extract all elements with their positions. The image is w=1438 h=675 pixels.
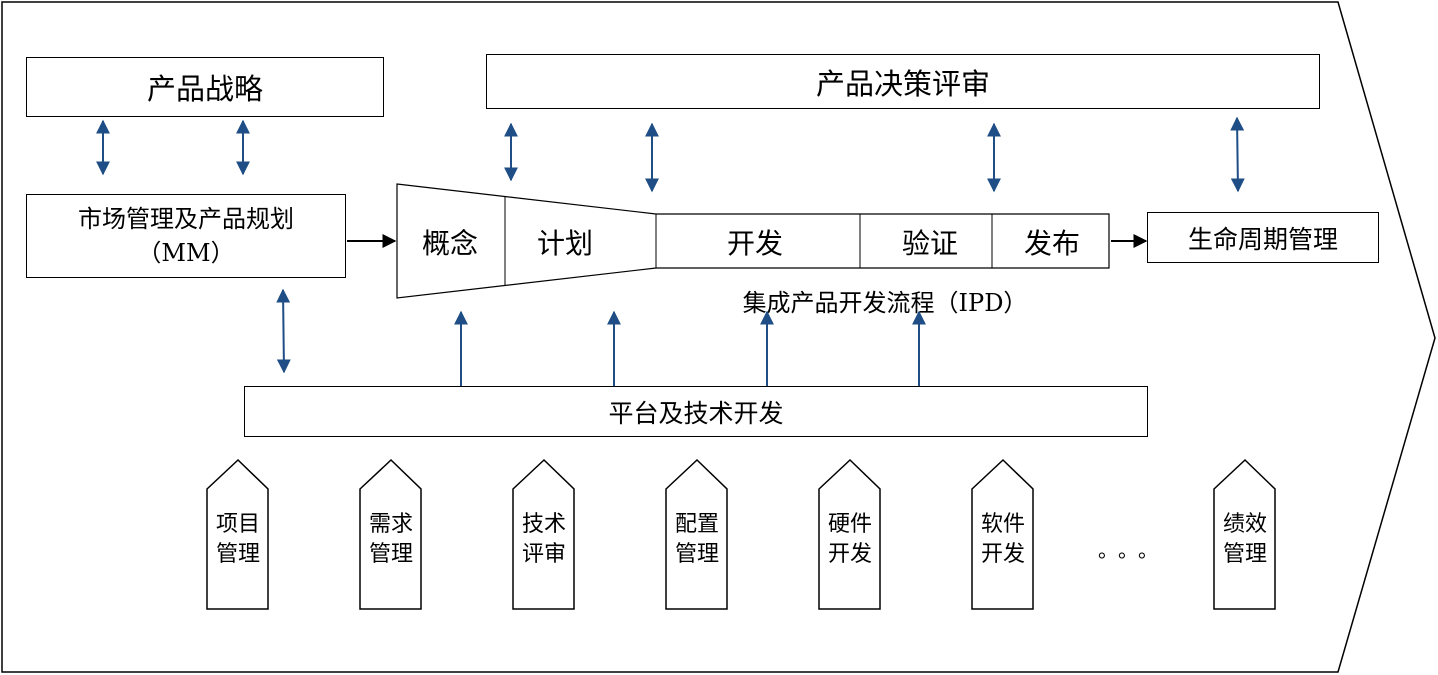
market-management-box: 市场管理及产品规划 （MM） [26,194,346,278]
support-shape-hardware [818,458,881,610]
support-label-project: 项目 管理 [215,512,260,567]
phase-develop: 开发 [726,227,783,260]
support-shape-config [665,458,728,610]
support-shape-project [206,458,269,610]
double-arrow-mm-platform [276,288,291,374]
phase-concept: 概念 [421,227,478,260]
phase-plan: 计划 [536,227,593,260]
phase-release: 发布 [1023,227,1080,260]
phase-verify: 验证 [901,227,958,260]
double-arrow-review-lifecycle [1230,116,1245,193]
platform-tech-label: 平台及技术开发 [608,398,784,428]
support-shape-requirement [359,458,422,610]
support-shape-tech-review [512,458,575,610]
lifecycle-management-label: 生命周期管理 [1187,224,1338,254]
lifecycle-management-box: 生命周期管理 [1147,212,1379,263]
market-management-abbr: （MM） [137,239,235,267]
platform-tech-box: 平台及技术开发 [244,386,1148,437]
support-label-requirement: 需求 管理 [368,512,413,567]
ellipsis-dots: 。。。 [1098,538,1168,562]
market-management-label: 市场管理及产品规划 [78,205,294,233]
support-shapes [206,458,1276,610]
ipd-caption: 集成产品开发流程（IPD） [742,288,1028,317]
support-label-performance: 绩效 管理 [1222,512,1267,567]
support-label-tech-review: 技术 评审 [521,512,566,567]
product-strategy-box: 产品战略 [26,57,384,117]
decision-review-box: 产品决策评审 [486,54,1320,109]
support-label-hardware: 硬件 开发 [827,512,872,567]
support-label-config: 配置 管理 [674,512,719,567]
support-label-software: 软件 开发 [980,512,1025,567]
support-shape-software [971,458,1034,610]
decision-review-label: 产品决策评审 [815,66,990,101]
support-shape-performance [1213,458,1276,610]
product-strategy-label: 产品战略 [146,72,263,106]
